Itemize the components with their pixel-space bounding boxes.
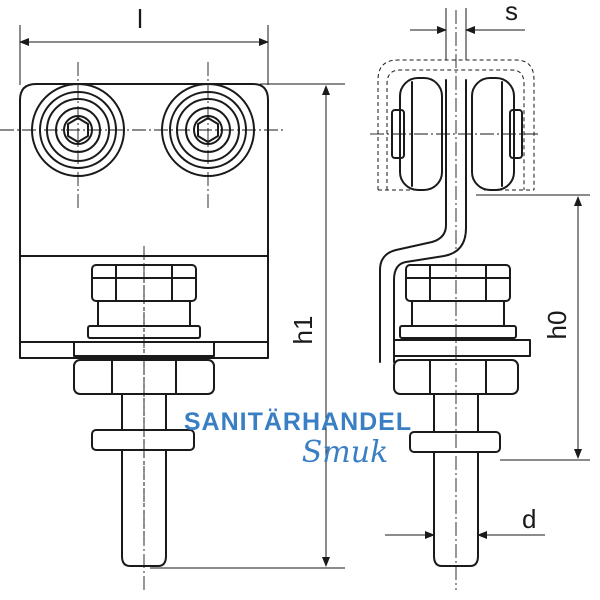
front-view (0, 25, 345, 590)
label-h1: h1 (288, 316, 318, 345)
side-view (370, 8, 590, 590)
label-l: l (137, 4, 143, 34)
carrier-plate (19, 83, 269, 359)
label-s: s (505, 0, 518, 26)
bolt-assembly-front (73, 246, 215, 590)
watermark-line1: SANITÄRHANDEL (184, 408, 412, 436)
watermark-line2: Smuk (302, 435, 389, 470)
bolt-assembly-side (393, 258, 531, 590)
watermark: SANITÄRHANDEL Smuk (184, 408, 412, 470)
label-d: d (522, 504, 536, 534)
label-h0: h0 (542, 311, 572, 340)
